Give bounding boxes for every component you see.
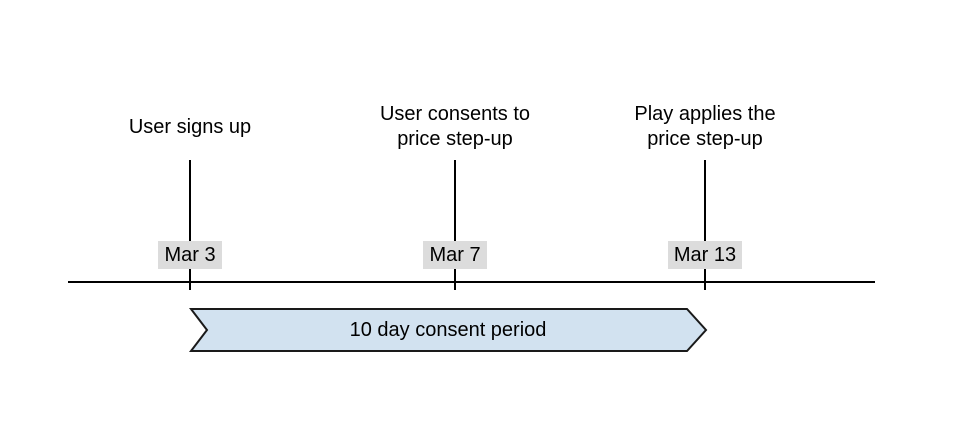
- event-title: Play applies the price step-up: [634, 103, 776, 150]
- banner-label: 10 day consent period: [349, 318, 547, 341]
- banner-ribbon-shape: [188, 308, 708, 352]
- event-date-label: Mar 7: [423, 241, 487, 269]
- event-title: User signs up: [128, 115, 252, 138]
- event-tick-line: [454, 160, 456, 290]
- consent-period-banner: [188, 308, 708, 352]
- timeline-event-consent: User consents to price step-up Mar 7: [355, 0, 555, 446]
- event-date-label: Mar 3: [158, 241, 222, 269]
- event-date-row: Mar 13: [605, 241, 805, 269]
- timeline-axis: [68, 281, 875, 283]
- event-date-row: Mar 3: [90, 241, 290, 269]
- event-tick-line: [704, 160, 706, 290]
- timeline-event-signup: User signs up Mar 3: [90, 0, 290, 446]
- event-tick-line: [189, 160, 191, 290]
- event-title: User consents to price step-up: [379, 103, 531, 150]
- event-date-label: Mar 13: [667, 241, 743, 269]
- event-date-row: Mar 7: [355, 241, 555, 269]
- timeline-event-apply: Play applies the price step-up Mar 13: [605, 0, 805, 446]
